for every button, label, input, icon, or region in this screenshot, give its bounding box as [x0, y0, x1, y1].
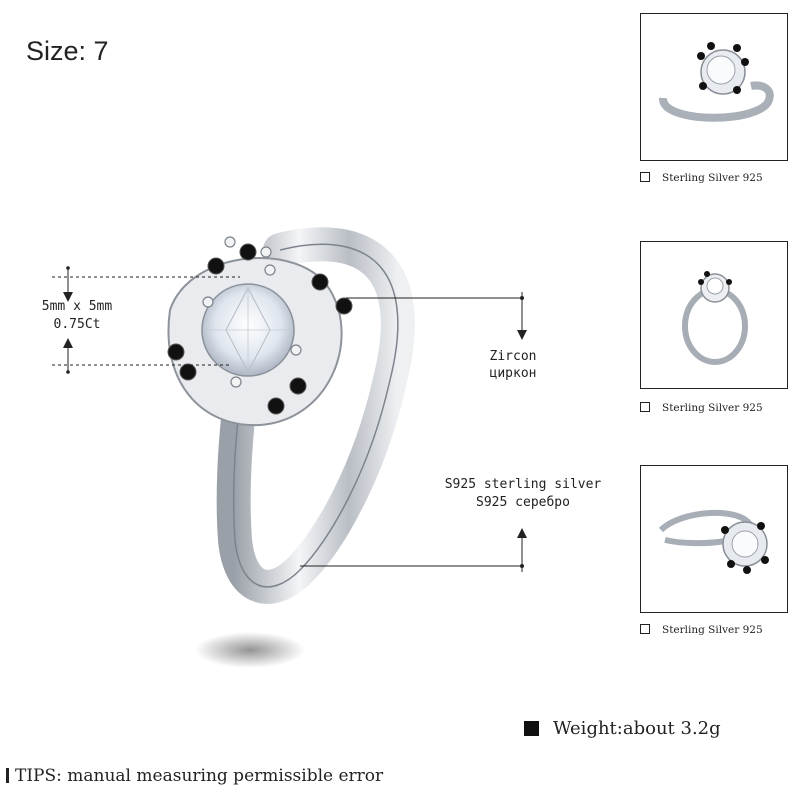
carat-text: 0.75Ct: [53, 317, 101, 332]
thumbnail-3[interactable]: [640, 465, 788, 613]
stone-annotation: Zircon циркон: [468, 348, 558, 382]
square-bullet-icon: [524, 721, 539, 736]
tips-note: TIPS: manual measuring permissible error: [6, 766, 383, 786]
metal-annotation: S925 sterling silver S925 серебро: [428, 476, 618, 512]
stone-name-ru: циркон: [489, 366, 537, 381]
main-ring-image: [167, 227, 415, 668]
checkbox-icon[interactable]: [640, 402, 650, 412]
thumbnail-3-caption: Sterling Silver 925: [640, 624, 763, 636]
checkbox-icon[interactable]: [640, 624, 650, 634]
metal-name-ru: S925 серебро: [476, 495, 570, 510]
dimension-annotation: 5mm x 5mm 0.75Ct: [22, 298, 132, 334]
stone-size-text: 5mm x 5mm: [41, 299, 113, 314]
bar-bullet-icon: [6, 768, 9, 783]
checkbox-icon[interactable]: [640, 172, 650, 182]
thumbnail-1[interactable]: [640, 13, 788, 161]
tips-text: TIPS: manual measuring permissible error: [15, 766, 384, 786]
stone-name-en: Zircon: [489, 349, 537, 364]
thumbnail-1-caption: Sterling Silver 925: [640, 172, 763, 184]
thumbnail-2-caption: Sterling Silver 925: [640, 402, 763, 414]
metal-name-en: S925 sterling silver: [444, 477, 602, 492]
ring-thumbnail-image: [682, 271, 748, 365]
size-label: Size: 7: [26, 36, 109, 66]
weight-label: Weight:about 3.2g: [524, 718, 721, 739]
thumbnail-2[interactable]: [640, 241, 788, 389]
ring-thumbnail-image: [659, 42, 774, 122]
ring-thumbnail-image: [658, 509, 769, 574]
weight-text: Weight:about 3.2g: [553, 718, 721, 739]
